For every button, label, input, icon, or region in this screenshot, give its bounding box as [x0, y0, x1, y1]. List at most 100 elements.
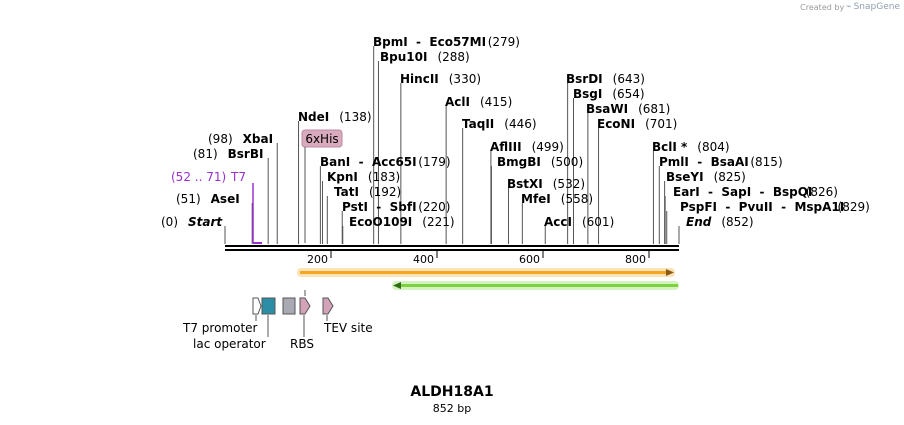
enzyme-name: BseYI: [666, 170, 704, 184]
enzyme-site-25[interactable]: PmlI - BsaAI(815): [659, 155, 783, 169]
enzyme-position: (499): [532, 140, 564, 154]
enzyme-site-22[interactable]: BsaWI(681): [586, 102, 670, 116]
enzyme-position: (558): [561, 192, 593, 206]
ruler-label-200: 200: [307, 253, 328, 266]
enzyme-name: Start: [188, 215, 223, 229]
feature-rbs[interactable]: [299, 297, 311, 315]
enzyme-position: (681): [638, 102, 670, 116]
enzyme-site-9[interactable]: EcoO109I (221): [349, 215, 455, 229]
enzyme-site-20[interactable]: BsrDI (643): [566, 72, 645, 86]
enzyme-position: (220): [418, 200, 450, 214]
enzyme-site-23[interactable]: EcoNI (701): [597, 117, 677, 131]
enzyme-name: BsgI: [573, 87, 602, 101]
enzyme-site-21[interactable]: BsgI (654): [573, 87, 645, 101]
enzyme-site-11[interactable]: Bpu10I(288): [380, 50, 470, 64]
lac-operator-box-icon: [261, 297, 276, 315]
enzyme-position: (192): [369, 185, 401, 199]
enzyme-position: (826): [806, 185, 838, 199]
feature-t7-promoter[interactable]: [252, 297, 262, 315]
enzyme-position: (654): [612, 87, 644, 101]
enzyme-position: (815): [750, 155, 782, 169]
6xhis-tag[interactable]: 6xHis: [301, 129, 343, 243]
enzyme-site-17[interactable]: BstXI(532): [507, 177, 585, 191]
snapgene-logo-icon: ⌁: [846, 2, 852, 12]
t7-promoter-arrow-icon: [252, 297, 262, 315]
enzyme-position: (701): [645, 117, 677, 131]
enzyme-name: NdeI: [298, 110, 329, 124]
enzyme-position: (179): [418, 155, 450, 169]
orf-reverse[interactable]: [392, 281, 679, 290]
enzyme-position: (825): [714, 170, 746, 184]
enzyme-position: (829): [838, 200, 870, 214]
enzyme-name: BpmI - Eco57MI: [373, 35, 486, 49]
enzyme-name: End: [686, 215, 712, 229]
enzyme-site-5[interactable]: BanI - Acc65I(179): [320, 155, 451, 169]
enzyme-site-16[interactable]: BmgBI(500): [497, 155, 583, 169]
enzyme-site-0[interactable]: Start (0): [161, 215, 223, 229]
enzyme-site-8[interactable]: PstI - SbfI(220): [342, 200, 450, 214]
ruler-label-400: 400: [413, 253, 434, 266]
primer-t7[interactable]: (52 .. 71) T7: [171, 170, 262, 244]
enzyme-name: BsrDI: [566, 72, 603, 86]
enzyme-site-24[interactable]: BclI *(804): [652, 140, 730, 154]
enzyme-position: (446): [504, 117, 536, 131]
enzyme-name: PstI - SbfI: [342, 200, 417, 214]
feature-grey-box[interactable]: [282, 297, 296, 315]
enzyme-site-12[interactable]: HincII(330): [400, 72, 481, 86]
enzyme-name: MfeI: [521, 192, 551, 206]
enzyme-position: (138): [339, 110, 371, 124]
ruler-label-600: 600: [519, 253, 540, 266]
enzyme-name: AflIII: [490, 140, 522, 154]
enzyme-position: (0): [161, 215, 178, 229]
enzyme-position: (415): [480, 95, 512, 109]
feature-lac-operator[interactable]: [261, 297, 276, 315]
enzyme-position: (643): [613, 72, 645, 86]
enzyme-site-19[interactable]: AccI(601): [544, 215, 614, 229]
enzyme-position: (51): [176, 192, 201, 206]
enzyme-site-18[interactable]: MfeI (558): [521, 192, 593, 206]
enzyme-name: TatI: [334, 185, 359, 199]
sequence-ruler: 200 400 600 800: [307, 251, 650, 266]
snapgene-watermark: Created by ⌁ SnapGene: [800, 2, 900, 12]
enzyme-name: EcoNI: [597, 117, 635, 131]
rbs-label: RBS: [290, 337, 314, 351]
enzyme-site-26[interactable]: BseYI (825): [666, 170, 746, 184]
tev-site-arrow-icon: [322, 297, 334, 315]
enzyme-site-15[interactable]: AflIII (499): [490, 140, 564, 154]
construct-title: ALDH18A1: [410, 384, 494, 400]
ruler-label-800: 800: [625, 253, 646, 266]
orf-forward[interactable]: [297, 268, 675, 277]
enzyme-name: EcoO109I: [349, 215, 412, 229]
enzyme-site-13[interactable]: AclI(415): [445, 95, 512, 109]
enzyme-site-10[interactable]: BpmI - Eco57MI(279): [373, 35, 520, 49]
grey-feature-box-icon: [282, 297, 296, 315]
feature-tev-site[interactable]: [322, 297, 334, 315]
enzyme-name: PspFI - PvuII - MspA1I: [680, 200, 844, 214]
enzyme-site-4[interactable]: NdeI (138): [298, 110, 372, 124]
enzyme-site-1[interactable]: AseI(51): [176, 192, 240, 206]
6xhis-tag-label: 6xHis: [305, 132, 338, 146]
enzyme-name: HincII: [400, 72, 439, 86]
enzyme-name: XbaI: [243, 132, 273, 146]
enzyme-position: (279): [488, 35, 520, 49]
enzyme-site-lines: [224, 46, 680, 244]
enzyme-site-14[interactable]: TaqII(446): [462, 117, 537, 131]
enzyme-site-3[interactable]: XbaI(98): [208, 132, 273, 146]
enzyme-position: (852): [721, 215, 753, 229]
6xhis-tag-box: [301, 129, 343, 148]
snapgene-brand-text: SnapGene: [853, 2, 900, 12]
enzyme-site-6[interactable]: KpnI(183): [327, 170, 400, 184]
enzyme-site-27[interactable]: EarI - SapI - BspQI(826): [673, 185, 838, 199]
enzyme-name: AccI: [544, 215, 572, 229]
enzyme-site-2[interactable]: BsrBI (81): [193, 147, 263, 161]
enzyme-name: BstXI: [507, 177, 543, 191]
enzyme-site-28[interactable]: PspFI - PvuII - MspA1I(829): [680, 200, 870, 214]
enzyme-site-7[interactable]: TatI (192): [334, 185, 401, 199]
enzyme-name: BsrBI: [228, 147, 264, 161]
enzyme-position: (221): [422, 215, 454, 229]
rbs-arrow-icon: [299, 297, 311, 315]
created-by-text: Created by: [800, 2, 845, 12]
primer-t7-name: T7: [230, 170, 246, 184]
enzyme-position: (81): [193, 147, 218, 161]
enzyme-site-29[interactable]: End (852): [686, 215, 754, 229]
